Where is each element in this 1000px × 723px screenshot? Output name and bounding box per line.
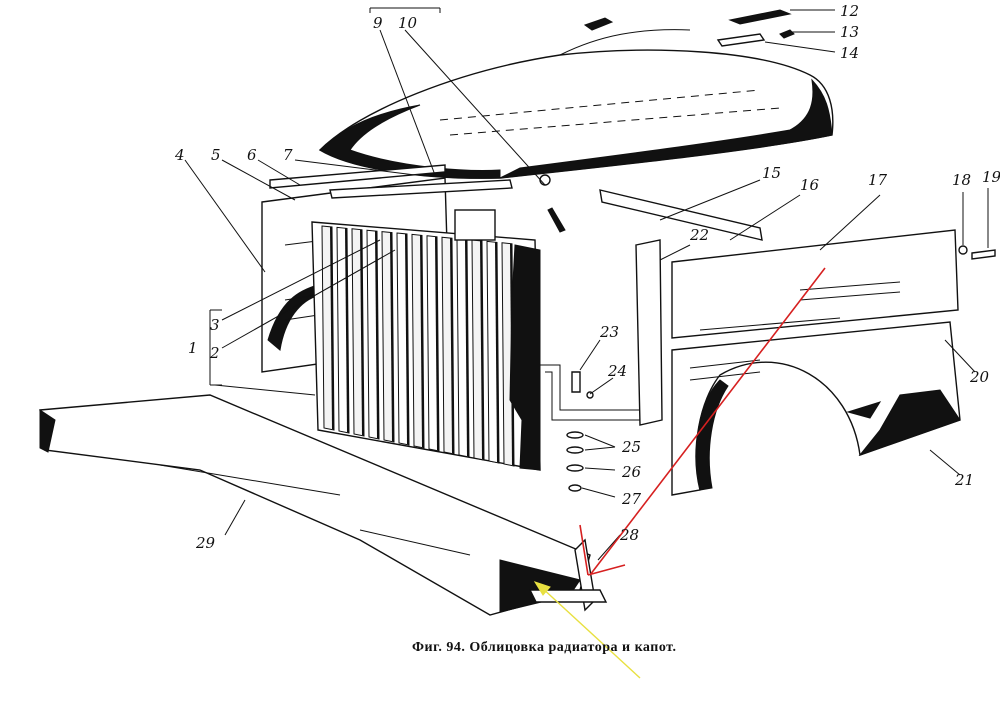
- grille-bar-shadow: [330, 227, 334, 430]
- fasteners: [566, 371, 594, 492]
- callout-15: 15: [762, 164, 781, 182]
- grille-bar-shadow: [390, 232, 394, 442]
- callout-14: 14: [840, 44, 859, 62]
- callout-9: 9: [373, 14, 383, 32]
- callout-6: 6: [247, 146, 257, 164]
- hood-support-rod: [539, 174, 763, 241]
- grille-bar-shadow: [495, 242, 499, 463]
- callout-28: 28: [619, 526, 639, 544]
- callout-16: 16: [800, 176, 820, 194]
- callout-25: 25: [621, 438, 641, 456]
- callout-1: 1: [188, 339, 198, 357]
- callout-5: 5: [211, 146, 221, 164]
- callout-3: 3: [210, 316, 220, 334]
- radiator-grille: [311, 209, 541, 471]
- yellow-annotation-arrow: [533, 581, 641, 679]
- grille-bars: [321, 225, 515, 467]
- grille-bar-shadow: [405, 234, 409, 445]
- callout-23: 23: [599, 323, 619, 341]
- callout-17: 17: [868, 171, 888, 189]
- callout-13: 13: [840, 23, 859, 41]
- callout-18: 18: [952, 171, 971, 189]
- bracket-28: [528, 538, 608, 612]
- grille-bar-shadow: [420, 235, 424, 448]
- callout-21: 21: [954, 471, 974, 489]
- callout-7: 7: [283, 146, 293, 164]
- callout-labels: 9 10 12 13 14 4 5 6 7 15 16 17 18 19 22 …: [174, 2, 1000, 552]
- callout-20: 20: [969, 368, 990, 386]
- grille-bar-shadow: [435, 236, 439, 451]
- hood-panel: [318, 17, 834, 179]
- grille-bar-shadow: [360, 229, 364, 436]
- callout-27: 27: [621, 490, 642, 508]
- callout-4: 4: [174, 146, 185, 164]
- hood-ornament-parts: [716, 9, 795, 47]
- callout-26: 26: [621, 463, 642, 481]
- grille-bar-shadow: [450, 238, 454, 454]
- callout-29: 29: [195, 534, 216, 552]
- grille-bar-shadow: [345, 228, 349, 433]
- bolts: [958, 245, 996, 260]
- lower-apron: [39, 394, 591, 616]
- grille-bar-shadow: [465, 239, 469, 457]
- figure-caption: Фиг. 94. Облицовка радиатора и капот.: [412, 640, 676, 655]
- red-annotation-arrow: [579, 267, 826, 576]
- callout-22: 22: [689, 226, 709, 244]
- callout-2: 2: [209, 344, 220, 362]
- grille-bar-shadow: [480, 241, 484, 460]
- callout-12: 12: [840, 2, 859, 20]
- callout-10: 10: [398, 14, 418, 32]
- fender-panel: [671, 229, 961, 496]
- callout-19: 19: [982, 168, 1000, 186]
- leader-lines: [184, 7, 989, 561]
- mounting-bracket: [540, 239, 663, 426]
- callout-24: 24: [607, 362, 627, 380]
- grille-bar-shadow: [375, 231, 379, 439]
